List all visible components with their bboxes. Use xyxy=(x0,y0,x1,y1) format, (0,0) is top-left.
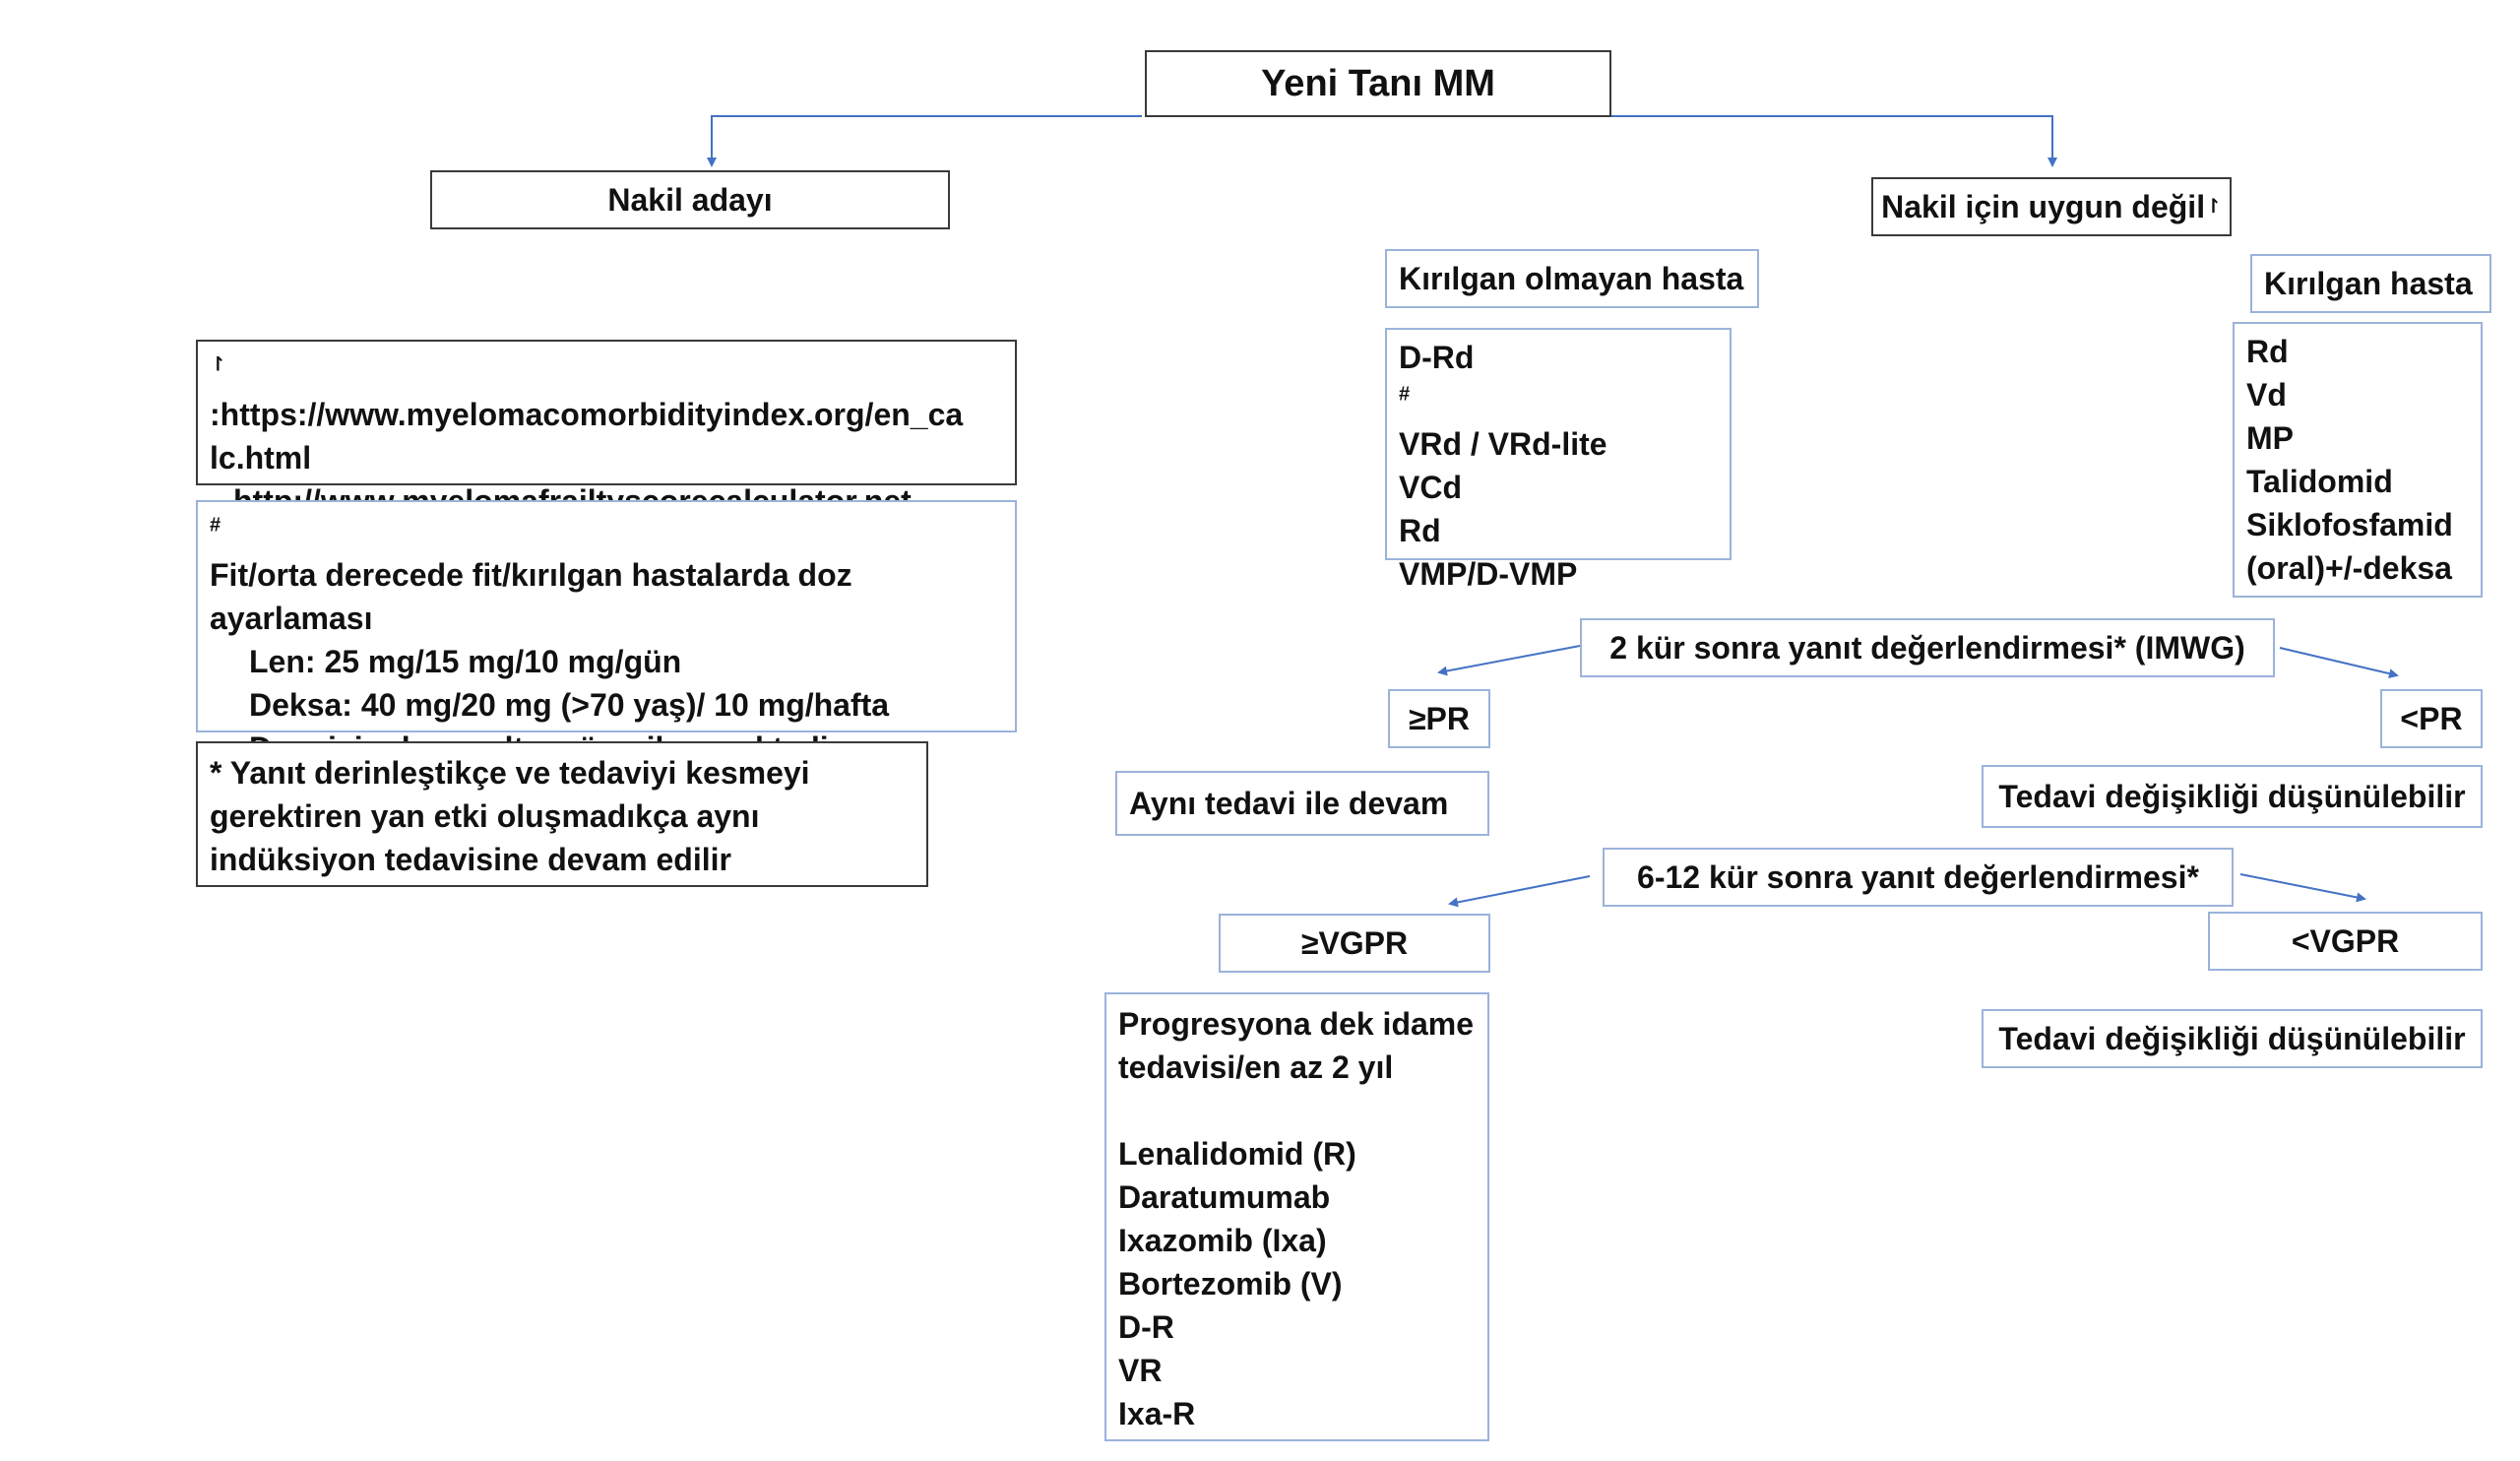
connector-root-to-right xyxy=(1609,115,2057,167)
maintenance-drug: Lenalidomid (R) xyxy=(1118,1136,1356,1172)
same-treatment-label: Aynı tedavi ile devam xyxy=(1129,786,1449,821)
maintenance-drug: Daratumumab xyxy=(1118,1179,1331,1215)
comorbidity-link-cont: lc.html xyxy=(210,440,312,476)
hash-mark: # xyxy=(1399,383,1411,406)
maintenance-drug: VR xyxy=(1118,1353,1163,1388)
regimen-item: VRd / VRd-lite xyxy=(1399,426,1607,462)
regimen-item: (oral)+/-deksa xyxy=(2246,550,2452,586)
maintenance-box: Progresyona dek idame tedavisi/en az 2 y… xyxy=(1104,992,1489,1441)
ge-vgpr-node: ≥VGPR xyxy=(1219,914,1490,973)
arrow-eval612-to-lt-vgpr xyxy=(2239,873,2366,903)
lt-pr-node: <PR xyxy=(2380,689,2483,748)
root-label: Yeni Tanı MM xyxy=(1261,63,1495,104)
change-treatment-label-1: Tedavi değişikliği düşünülebilir xyxy=(1998,779,2466,814)
transplant-candidate-node: Nakil adayı xyxy=(430,170,950,229)
not-frail-title-node: Kırılgan olmayan hasta xyxy=(1385,249,1759,308)
root-node: Yeni Tanı MM xyxy=(1145,50,1611,117)
note-dose: # Fit/orta derecede fit/kırılgan hastala… xyxy=(196,500,1017,766)
transplant-candidate-label: Nakil adayı xyxy=(607,182,773,218)
lt-pr-label: <PR xyxy=(2400,701,2463,736)
ge-pr-node: ≥PR xyxy=(1388,689,1490,748)
regimen-item: VCd xyxy=(1399,470,1462,505)
regimen-item: Talidomid xyxy=(2246,464,2393,499)
lt-vgpr-label: <VGPR xyxy=(2291,923,2400,959)
frail-title-node: Kırılgan hasta xyxy=(2250,254,2491,313)
eval-6-12-cycles-node: 6-12 kür sonra yanıt değerlendirmesi* xyxy=(1603,848,2234,907)
maintenance-heading: Progresyona dek idame xyxy=(1118,1006,1475,1042)
maintenance-heading: tedavisi/en az 2 yıl xyxy=(1118,1049,1394,1085)
arrow-eval2-to-ge-pr xyxy=(1437,645,1581,676)
change-treatment-node-2: Tedavi değişikliği düşünülebilir xyxy=(1982,1009,2483,1068)
note-response: * Yanıt derinleştikçe ve tedaviyi kesmey… xyxy=(196,741,928,887)
not-frail-title: Kırılgan olmayan hasta xyxy=(1399,261,1744,296)
not-eligible-node: Nakil için uygun değil↾ xyxy=(1871,177,2232,236)
maintenance-drug: D-R xyxy=(1118,1309,1174,1345)
frail-title: Kırılgan hasta xyxy=(2264,266,2473,301)
hash-mark: # xyxy=(210,514,221,537)
regimen-item: Rd xyxy=(1399,513,1441,548)
regimen-item: Vd xyxy=(2246,377,2287,413)
dagger-mark: ↾ xyxy=(210,353,226,376)
maintenance-drug: Ixazomib (Ixa) xyxy=(1118,1223,1327,1258)
eval-6-12-cycles-label: 6-12 kür sonra yanıt değerlendirmesi* xyxy=(1637,859,2199,895)
maintenance-drug: Bortezomib (V) xyxy=(1118,1266,1343,1302)
comorbidity-link: :https://www.myelomacomorbidityindex.org… xyxy=(210,397,964,432)
ge-pr-label: ≥PR xyxy=(1408,701,1470,736)
change-treatment-label-2: Tedavi değişikliği düşünülebilir xyxy=(1998,1021,2466,1056)
not-eligible-label: Nakil için uygun değil xyxy=(1881,189,2206,224)
note-links: ↾ :https://www.myelomacomorbidityindex.or… xyxy=(196,340,1017,519)
arrow-eval612-to-ge-vgpr xyxy=(1448,875,1591,908)
eval-2-cycles-label: 2 kür sonra yanıt değerlendirmesi* (IMWG… xyxy=(1609,630,2245,666)
ge-vgpr-label: ≥VGPR xyxy=(1300,925,1409,961)
frail-regimens: Rd Vd MP Talidomid Siklofosfamid (oral)+… xyxy=(2233,322,2483,598)
regimen-item: VMP/D-VMP xyxy=(1399,556,1578,592)
regimen-item: MP xyxy=(2246,420,2294,456)
regimen-item: D-Rd# xyxy=(1399,340,1475,406)
not-frail-regimens: D-Rd# VRd / VRd-lite VCd Rd VMP/D-VMP xyxy=(1385,328,1732,592)
arrow-eval2-to-lt-pr xyxy=(2279,647,2399,679)
regimen-item: Siklofosfamid xyxy=(2246,507,2453,542)
same-treatment-node: Aynı tedavi ile devam xyxy=(1115,771,1489,836)
eval-2-cycles-node: 2 kür sonra yanıt değerlendirmesi* (IMWG… xyxy=(1580,618,2275,677)
connector-root-to-left xyxy=(707,115,1142,167)
regimen-item: Rd xyxy=(2246,334,2289,369)
change-treatment-node-1: Tedavi değişikliği düşünülebilir xyxy=(1982,765,2483,828)
lt-vgpr-node: <VGPR xyxy=(2208,912,2483,971)
maintenance-drug: Ixa-R xyxy=(1118,1396,1196,1431)
